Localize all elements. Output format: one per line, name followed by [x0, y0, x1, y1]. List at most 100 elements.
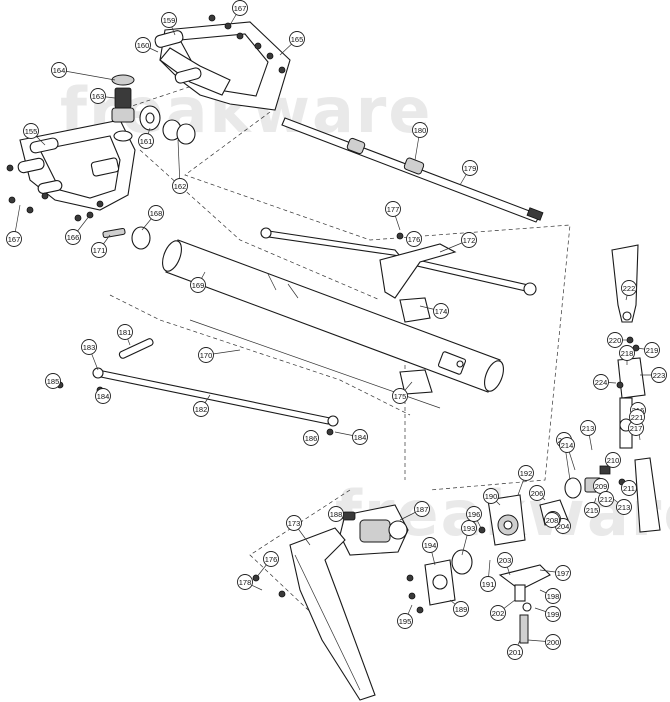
callout-number: 199 [547, 610, 560, 619]
callout-number: 219 [646, 346, 659, 355]
callout-circle [555, 565, 571, 581]
callout-number: 187 [416, 505, 429, 514]
callout-160: 160 [135, 37, 151, 53]
callout-number: 181 [119, 328, 132, 337]
callout-193: 193 [461, 520, 477, 536]
callout-188: 188 [328, 506, 344, 522]
callout-circle [392, 388, 408, 404]
callout-circle [497, 552, 513, 568]
callout-number: 168 [150, 209, 163, 218]
callout-circle [544, 512, 560, 528]
callout-circle [480, 576, 496, 592]
callout-circle [598, 491, 614, 507]
callout-183: 183 [81, 339, 97, 355]
callout-number: 159 [163, 16, 176, 25]
callout-168: 168 [148, 205, 164, 221]
callout-number: 178 [239, 578, 252, 587]
callout-number: 220 [609, 336, 622, 345]
callout-number: 184 [97, 392, 110, 401]
callout-circle [651, 367, 667, 383]
callout-186: 186 [303, 430, 319, 446]
callout-number: 201 [509, 648, 522, 657]
callout-circle [117, 324, 133, 340]
callout-circle [45, 373, 61, 389]
callout-circle [90, 88, 106, 104]
callout-circle [616, 499, 632, 515]
callout-circle [584, 502, 600, 518]
callout-155: 155 [23, 123, 39, 139]
callout-182: 182 [193, 401, 209, 417]
callout-circle [412, 122, 428, 138]
callout-211: 211 [621, 480, 637, 496]
callout-181: 181 [117, 324, 133, 340]
boom-clamp [131, 226, 151, 250]
callout-circle [397, 613, 413, 629]
gearbox-assembly [6, 14, 291, 222]
callout-number: 209 [595, 482, 608, 491]
callout-164: 164 [51, 62, 67, 78]
callout-number: 189 [455, 605, 468, 614]
callout-222: 222 [621, 280, 637, 296]
callout-number: 193 [463, 524, 476, 533]
callout-number: 197 [557, 569, 570, 578]
callout-circle [135, 37, 151, 53]
callout-circle [414, 501, 430, 517]
callout-number: 167 [234, 4, 247, 13]
callout-number: 214 [561, 441, 574, 450]
callout-number: 179 [464, 164, 477, 173]
callout-circle [6, 231, 22, 247]
fin-edge-line [294, 554, 361, 691]
callout-number: 204 [557, 522, 570, 531]
callout-219: 219 [644, 342, 660, 358]
callout-172: 172 [461, 232, 477, 248]
callout-circle [621, 480, 637, 496]
leader-line-164 [58, 69, 116, 81]
callout-number: 177 [387, 205, 400, 214]
callout-circle [462, 160, 478, 176]
callout-189: 189 [453, 601, 469, 617]
callout-number: 218 [621, 349, 634, 358]
callout-177: 177 [385, 201, 401, 217]
callout-circle [406, 231, 422, 247]
callout-circle [263, 551, 279, 567]
callout-number: 215 [586, 506, 599, 515]
callout-167: 167 [6, 231, 22, 247]
callout-number: 184 [354, 433, 367, 442]
callout-circle [138, 133, 154, 149]
callout-number: 162 [174, 182, 187, 191]
callout-number: 185 [47, 377, 60, 386]
vertical-fin [289, 527, 376, 701]
stabilizer-support [260, 227, 537, 395]
callout-circle [453, 601, 469, 617]
fin-screw [278, 590, 286, 598]
callout-circle [328, 506, 344, 522]
callout-198: 198 [545, 588, 561, 604]
callout-number: 202 [492, 609, 505, 618]
callout-circle [91, 242, 107, 258]
callout-number: 198 [547, 592, 560, 601]
callout-number: 186 [305, 434, 318, 443]
callout-199: 199 [545, 606, 561, 622]
callout-175: 175 [392, 388, 408, 404]
callout-number: 173 [288, 519, 301, 528]
callout-circle [593, 374, 609, 390]
callout-number: 210 [607, 456, 620, 465]
callout-178: 178 [237, 574, 253, 590]
callout-208: 208 [544, 512, 560, 528]
callout-number: 164 [53, 66, 66, 75]
callout-circle [466, 506, 482, 522]
callout-number: 196 [468, 510, 481, 519]
callout-number: 221 [631, 413, 644, 422]
callout-206: 206 [529, 485, 545, 501]
callout-circle [529, 485, 545, 501]
callout-circle [172, 178, 188, 194]
callout-circle [422, 537, 438, 553]
callout-number: 194 [424, 541, 437, 550]
callout-170: 170 [198, 347, 214, 363]
callout-184: 184 [95, 388, 111, 404]
callout-circle [193, 401, 209, 417]
callout-173: 173 [286, 515, 302, 531]
callout-163: 163 [90, 88, 106, 104]
callout-circle [198, 347, 214, 363]
callout-171: 171 [91, 242, 107, 258]
